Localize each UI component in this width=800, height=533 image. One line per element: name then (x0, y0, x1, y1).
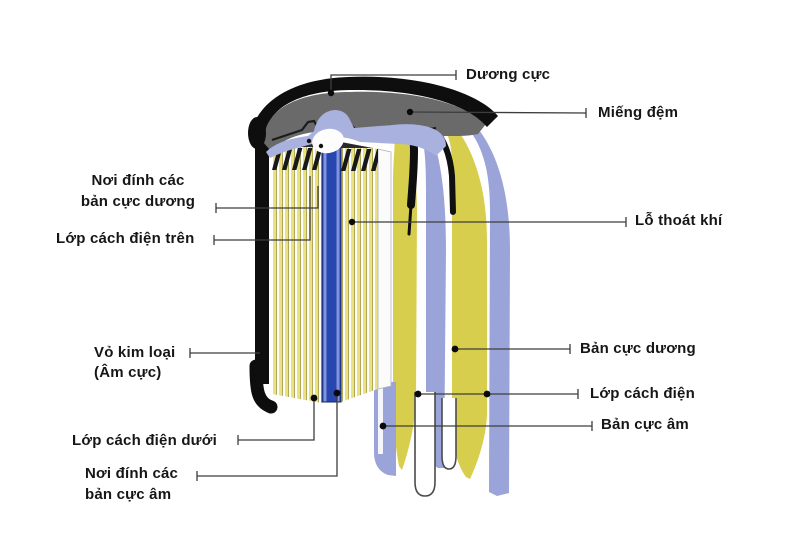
label-metal-case-line2: (Âm cực) (94, 364, 162, 381)
casing-top-dome (250, 76, 498, 144)
peeled-layer-outer-separator (448, 112, 510, 496)
electrode-rod-highlight-left (323, 136, 327, 402)
positive-plates-right (341, 142, 378, 402)
label-lower-insulation: Lớp cách điện dưới (72, 432, 217, 449)
dot-vent-hole (348, 218, 356, 226)
label-gasket: Miếng đệm (598, 104, 679, 121)
dot-negative-plate (379, 422, 387, 430)
label-negative-plate-attach: Nơi đính các bản cực âm (85, 463, 178, 505)
label-metal-case: Vỏ kim loại (Âm cực) (94, 343, 175, 383)
dot-insulation-2 (483, 390, 491, 398)
dot-positive-terminal (327, 89, 335, 97)
leader-insulation-layer (418, 389, 579, 399)
label-positive-terminal: Dương cực (466, 66, 551, 83)
leader-positive-terminal (330, 70, 457, 93)
electrode-rod-highlight-right (336, 136, 340, 402)
label-metal-case-line1: Vỏ kim loại (94, 344, 176, 361)
leader-dots (310, 89, 491, 430)
label-negative-plate-attach-line2: bản cực âm (85, 486, 172, 503)
negative-plate-strip (374, 382, 396, 476)
dot-negative-attach (333, 389, 341, 397)
label-positive-plate-attach-line2: bản cực dương (80, 193, 196, 210)
casing-crimp-knob (248, 117, 266, 149)
leader-upper-insulation (213, 176, 311, 245)
label-negative-plate: Bản cực âm (601, 416, 689, 433)
leader-positive-plate (455, 344, 571, 354)
crimp-detail-dot-1 (306, 138, 312, 144)
leader-positive-plate-attach (215, 186, 319, 213)
label-positive-plate-attach: Nơi đính các bản cực dương (62, 170, 214, 212)
dot-insulation-1 (414, 390, 422, 398)
peeled-layer-positive-plate-wide (434, 116, 487, 479)
gasket (266, 110, 446, 158)
dot-gasket (406, 108, 414, 116)
casing-left-wall (255, 126, 269, 384)
leader-negative-plate (383, 421, 593, 431)
peeled-layer-casing-edge-tail (407, 203, 413, 236)
positive-plates-left (272, 142, 322, 403)
negative-plate-strip-highlight (378, 386, 383, 454)
casing-inner-liner (269, 142, 273, 392)
leader-gasket (409, 108, 587, 118)
label-upper-insulation: Lớp cách điện trên (56, 230, 195, 247)
label-insulation-layer: Lớp cách điện (590, 385, 695, 402)
leader-lower-insulation (237, 399, 315, 445)
label-positive-plate: Bản cực dương (580, 340, 696, 357)
hanging-strips (374, 382, 457, 497)
label-negative-plate-attach-line1: Nơi đính các (85, 465, 179, 482)
label-positive-plate-attach-line1: Nơi đính các (91, 172, 185, 189)
electrode-rod (322, 136, 341, 402)
leader-metal-case (189, 348, 260, 358)
label-vent-hole: Lỗ thoát khí (635, 212, 723, 229)
dot-positive-plate (451, 345, 459, 353)
white-strip-long (414, 392, 436, 497)
crimp-detail-dot-2 (318, 143, 324, 149)
white-strip-short (441, 398, 457, 470)
leader-lines (189, 70, 627, 481)
leader-negative-plate-attach (196, 394, 338, 481)
dot-lower-insulation (310, 394, 318, 402)
peeled-layer-inner-separator (406, 110, 446, 468)
leader-vent-hole (352, 217, 627, 227)
cut-face (377, 148, 392, 390)
